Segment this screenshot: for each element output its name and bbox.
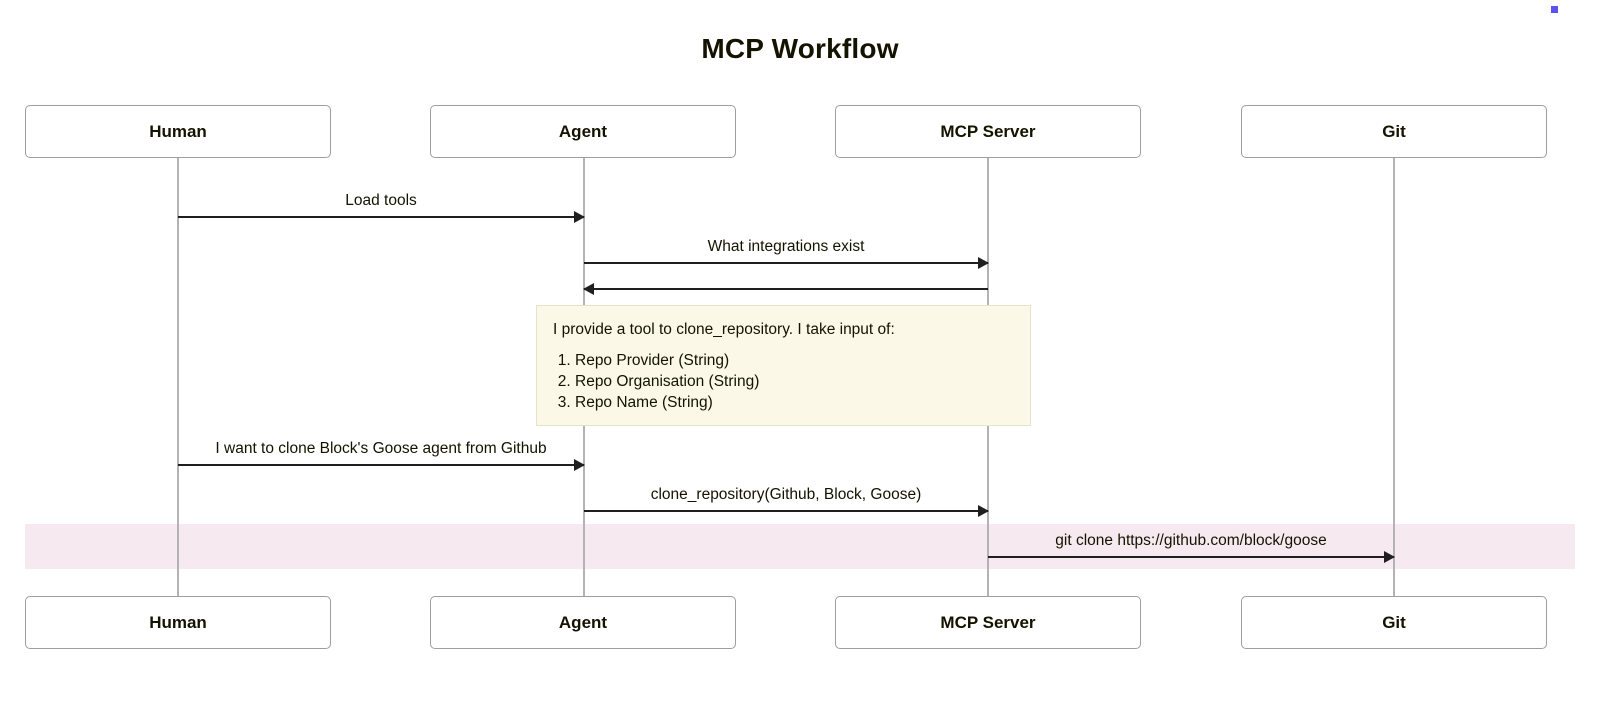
arrowhead-icon-m2 xyxy=(978,257,989,269)
message-arrow-m5: clone_repository(Github, Block, Goose) xyxy=(584,486,989,517)
participant-box-top-agent[interactable]: Agent xyxy=(430,105,736,158)
participant-label-git: Git xyxy=(1382,612,1406,632)
note-item: Repo Provider (String) xyxy=(575,351,1014,372)
arrowhead-icon-m1 xyxy=(574,211,585,223)
message-label-m6: git clone https://github.com/block/goose xyxy=(1055,532,1327,550)
participant-box-bottom-human[interactable]: Human xyxy=(25,596,331,649)
corner-marker-icon xyxy=(1551,6,1558,13)
note-item-list: Repo Provider (String)Repo Organisation … xyxy=(553,351,1014,413)
participant-box-bottom-mcpserver[interactable]: MCP Server xyxy=(835,596,1141,649)
arrowhead-icon-m6 xyxy=(1384,551,1395,563)
participant-box-top-mcpserver[interactable]: MCP Server xyxy=(835,105,1141,158)
message-label-m5: clone_repository(Github, Block, Goose) xyxy=(650,486,922,504)
participant-label-human: Human xyxy=(149,121,207,141)
arrowhead-icon-m4 xyxy=(574,459,585,471)
message-arrow-m6: git clone https://github.com/block/goose xyxy=(988,532,1395,563)
message-arrow-m3 xyxy=(583,283,988,295)
participant-box-top-git[interactable]: Git xyxy=(1241,105,1547,158)
message-label-m4: I want to clone Block's Goose agent from… xyxy=(215,440,547,458)
message-arrow-m4: I want to clone Block's Goose agent from… xyxy=(178,440,585,471)
arrowhead-icon-m3 xyxy=(583,283,594,295)
note-heading: I provide a tool to clone_repository. I … xyxy=(553,321,895,338)
participant-label-git: Git xyxy=(1382,121,1406,141)
lifeline-git xyxy=(1393,158,1395,596)
participant-box-bottom-agent[interactable]: Agent xyxy=(430,596,736,649)
participant-label-mcpserver: MCP Server xyxy=(940,612,1036,632)
participant-label-mcpserver: MCP Server xyxy=(940,121,1036,141)
participant-label-agent: Agent xyxy=(558,612,608,632)
message-label-m1: Load tools xyxy=(345,192,417,210)
lifeline-human xyxy=(177,158,179,596)
participant-label-human: Human xyxy=(149,612,207,632)
message-arrow-m2: What integrations exist xyxy=(584,238,989,269)
note-item: Repo Organisation (String) xyxy=(575,372,1014,393)
participant-box-top-human[interactable]: Human xyxy=(25,105,331,158)
diagram-title: MCP Workflow xyxy=(701,33,899,64)
arrowhead-icon-m5 xyxy=(978,505,989,517)
highlight-band-git-clone xyxy=(25,524,1575,569)
note-item: Repo Name (String) xyxy=(575,393,1014,414)
participant-label-agent: Agent xyxy=(558,121,608,141)
note-mcp-server-tool: I provide a tool to clone_repository. I … xyxy=(536,305,1031,426)
message-label-m2: What integrations exist xyxy=(707,238,865,256)
message-arrow-m1: Load tools xyxy=(178,192,585,223)
participant-box-bottom-git[interactable]: Git xyxy=(1241,596,1547,649)
